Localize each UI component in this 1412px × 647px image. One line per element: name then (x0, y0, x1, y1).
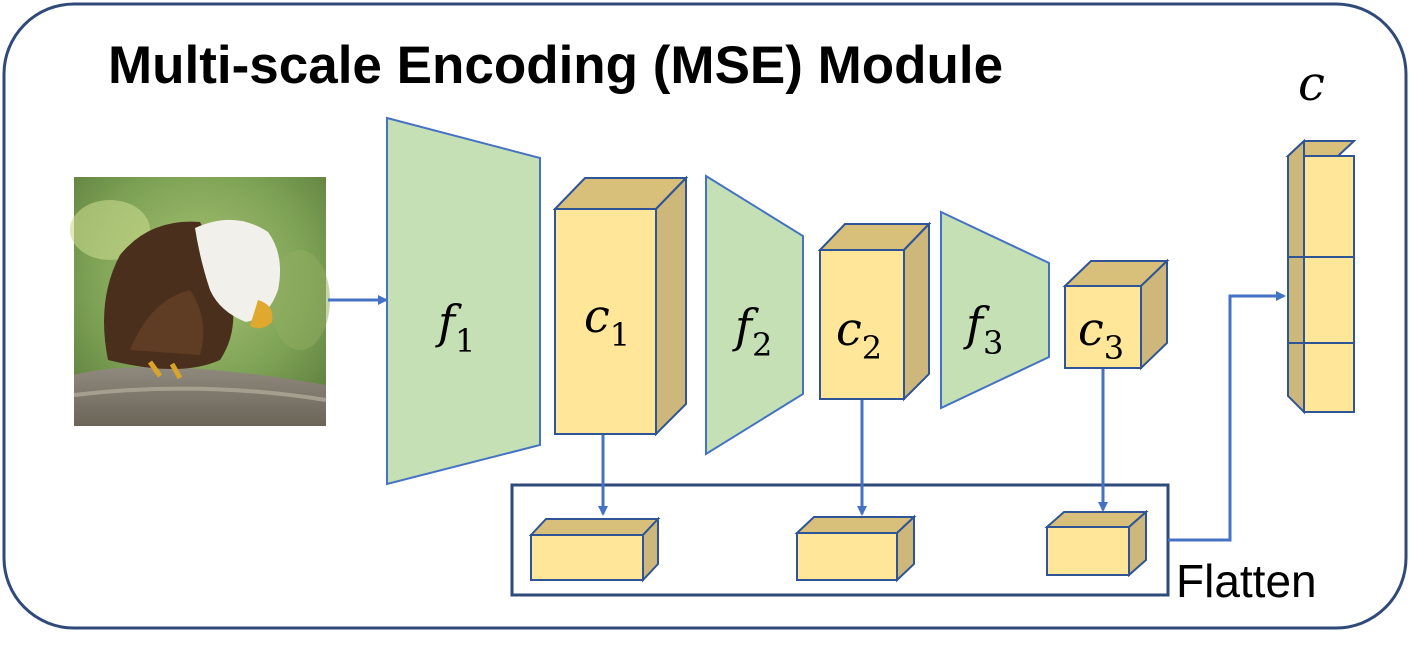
feature-cube-c2: c2 (817, 221, 932, 402)
feature-c1-label: c1 (584, 289, 630, 354)
arrow-flatten-to-output (1168, 291, 1286, 542)
output-c-label: c (1298, 56, 1325, 112)
encoder-f3-label: f3 (963, 297, 1003, 362)
flatten-label: Flatten (1176, 555, 1317, 607)
encoder-f3: f3 (940, 210, 1050, 410)
input-image (70, 177, 330, 426)
encoder-f2: f2 (705, 174, 804, 456)
feature-cube-c1: c1 (552, 175, 689, 437)
feature-c3-label: c3 (1078, 302, 1124, 367)
flattened-block-1 (528, 516, 661, 583)
module-title: Multi-scale Encoding (MSE) Module (108, 36, 1003, 95)
feature-c2-label: c2 (836, 302, 882, 367)
feature-cube-c3: c3 (1062, 258, 1170, 371)
encoder-f2-label: f2 (732, 299, 772, 364)
output-vector-c (1285, 138, 1357, 415)
encoder-f1: f1 (386, 116, 541, 486)
flattened-block-2 (794, 514, 917, 583)
flattened-block-3 (1044, 509, 1149, 578)
